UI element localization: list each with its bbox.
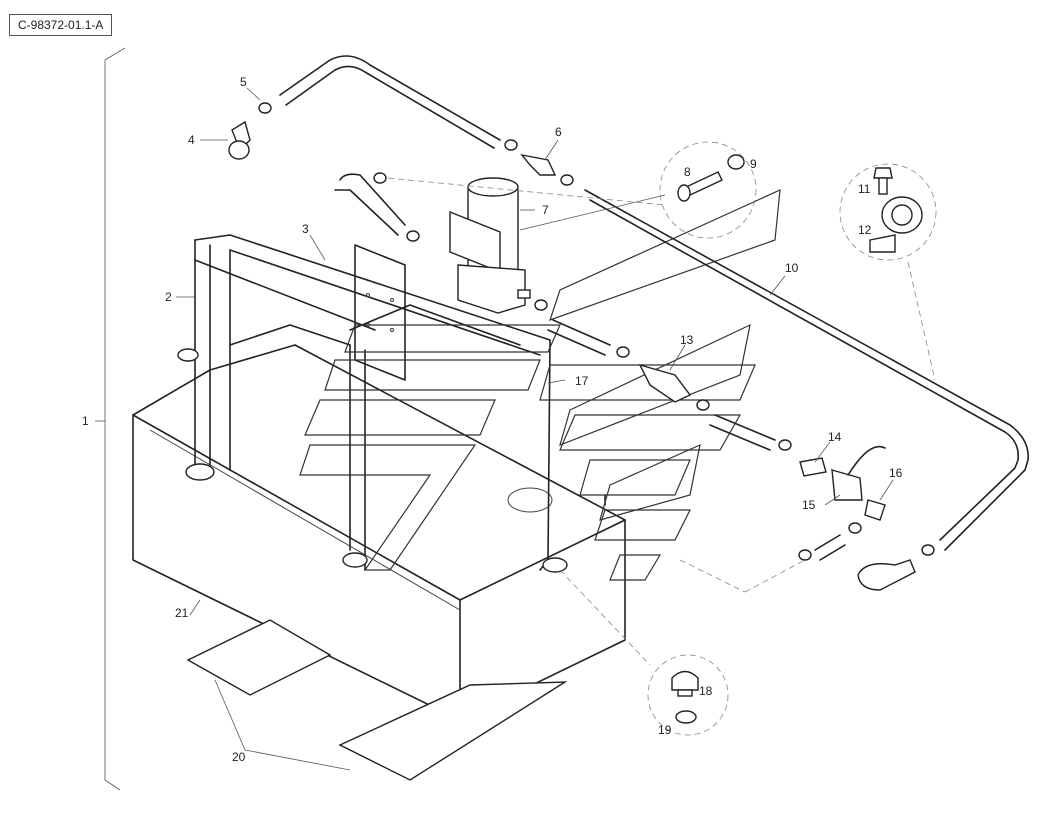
hose-clamps — [258, 102, 935, 561]
callout-11: 11 — [858, 182, 871, 196]
callout-8: 8 — [684, 165, 691, 179]
callout-6: 6 — [555, 125, 562, 139]
callout-12: 12 — [858, 223, 872, 237]
detail-bolt-nut — [659, 141, 757, 239]
hose-segments — [547, 319, 846, 561]
assembly-bracket — [95, 47, 126, 791]
callout-17: 17 — [575, 374, 589, 388]
callout-16: 16 — [889, 466, 903, 480]
elbow-fitting — [228, 120, 251, 160]
callout-2: 2 — [165, 290, 172, 304]
callout-15: 15 — [802, 498, 816, 512]
drain-valve-assembly — [799, 445, 916, 591]
callout-21: 21 — [175, 606, 189, 620]
callout-labels: 1 2 3 4 5 6 7 8 9 10 11 12 13 14 15 16 1… — [82, 75, 903, 764]
callout-19: 19 — [658, 723, 672, 737]
callout-10: 10 — [785, 261, 799, 275]
callout-5: 5 — [240, 75, 247, 89]
detail-screw-clip — [839, 163, 937, 261]
callout-20: 20 — [232, 750, 246, 764]
callout-3: 3 — [302, 222, 309, 236]
return-hose — [584, 189, 1029, 551]
detail-mount-bolt — [647, 654, 729, 736]
callout-7: 7 — [542, 203, 549, 217]
callout-1: 1 — [82, 414, 89, 428]
callout-18: 18 — [699, 684, 713, 698]
watermark-logo — [299, 189, 781, 581]
drawing-reference-code: C-98372-01.1-A — [9, 14, 113, 36]
callout-9: 9 — [750, 157, 757, 171]
callout-14: 14 — [828, 430, 842, 444]
tee-fitting — [520, 153, 557, 176]
check-valve — [638, 363, 692, 403]
callout-4: 4 — [188, 133, 195, 147]
support-frame — [177, 234, 568, 573]
hydraulic-pump — [449, 177, 531, 314]
leader-lines — [176, 87, 936, 771]
callout-13: 13 — [680, 333, 694, 347]
tank-pads — [186, 619, 568, 781]
top-hose — [279, 55, 501, 149]
suction-hose — [334, 173, 406, 236]
